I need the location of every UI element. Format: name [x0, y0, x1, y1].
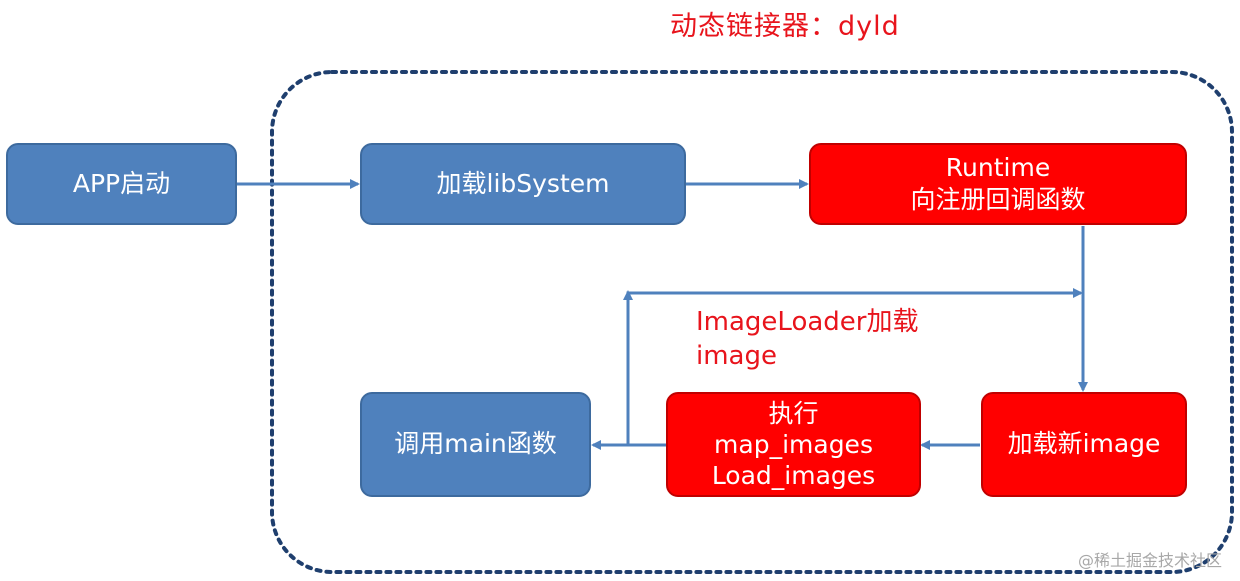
node-runtime-label-line1: Runtime: [945, 152, 1051, 182]
node-exec-map-load-images: 执行 map_images Load_images: [666, 392, 921, 497]
dyld-dotted-container: [270, 70, 1234, 574]
node-load-new-image-label: 加载新image: [1007, 429, 1161, 459]
node-load-new-image: 加载新image: [981, 392, 1187, 497]
loop-label-line1: ImageLoader加载: [696, 307, 919, 337]
loop-label-line2: image: [696, 340, 777, 371]
node-runtime-label-line2: 向注册回调函数: [910, 185, 1086, 214]
diagram-title: 动态链接器：dyld: [670, 11, 900, 42]
node-exec-label-line3: Load_images: [711, 461, 876, 491]
node-exec-label-line2: map_images: [714, 429, 873, 459]
watermark: @稀土掘金技术社区: [1077, 551, 1222, 570]
node-app-start: APP启动: [6, 143, 237, 225]
node-call-main: 调用main函数: [360, 392, 591, 497]
loop-label: ImageLoader加载 image: [696, 306, 919, 374]
node-load-libsystem: 加载libSystem: [360, 143, 686, 225]
node-app-start-label: APP启动: [72, 168, 171, 198]
node-exec-label-line1: 执行: [768, 398, 819, 428]
node-runtime-register-callback: Runtime 向注册回调函数: [809, 143, 1187, 225]
node-load-libsystem-label: 加载libSystem: [436, 168, 610, 198]
node-call-main-label: 调用main函数: [394, 429, 557, 459]
